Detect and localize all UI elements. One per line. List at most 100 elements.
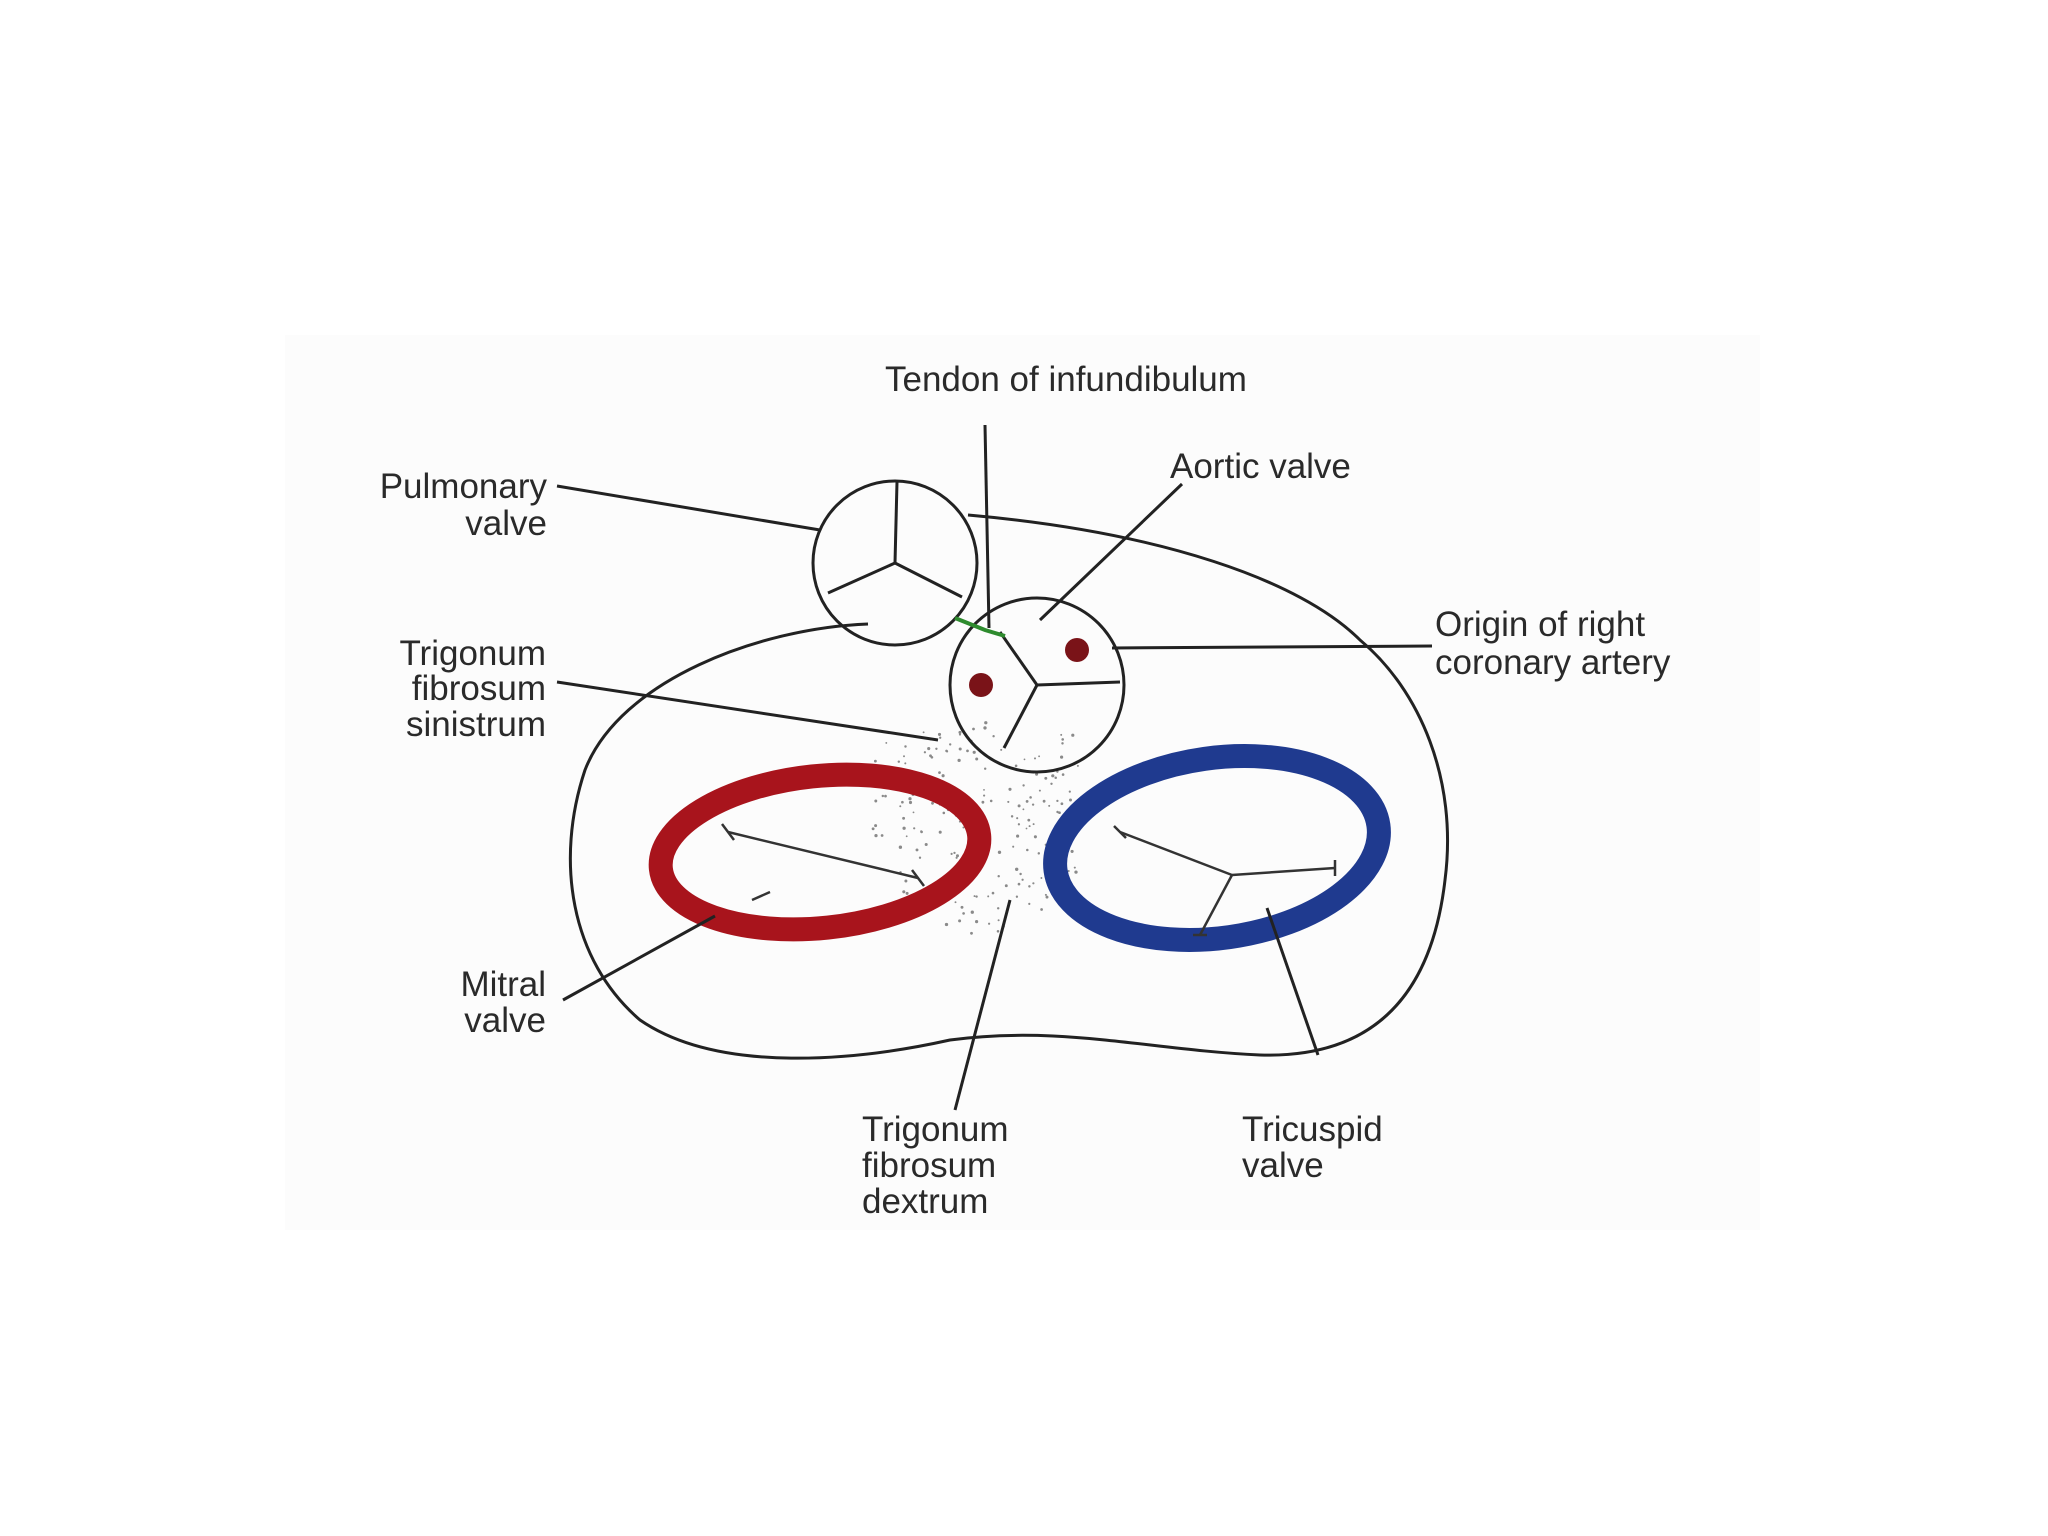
stipple-dot bbox=[983, 794, 986, 797]
stipple-dot bbox=[1016, 834, 1020, 838]
stipple-dot bbox=[1023, 758, 1026, 761]
stipple-dot bbox=[913, 827, 916, 830]
stipple-dot bbox=[958, 730, 962, 734]
stipple-dot bbox=[908, 797, 912, 801]
stipple-dot bbox=[972, 727, 975, 731]
stipple-dot bbox=[931, 801, 934, 805]
stipple-dot bbox=[905, 891, 909, 895]
stipple-dot bbox=[1040, 877, 1043, 879]
label-aortic-valve: Aortic valve bbox=[1170, 447, 1351, 486]
stipple-dot bbox=[874, 833, 878, 838]
stipple-dot bbox=[1028, 902, 1031, 905]
stipple-dot bbox=[1004, 884, 1008, 888]
stipple-dot bbox=[1056, 810, 1059, 814]
stipple-dot bbox=[958, 733, 962, 736]
stipple-dot bbox=[1017, 823, 1021, 826]
stipple-dot bbox=[970, 910, 974, 914]
left-coronary-ostium bbox=[969, 673, 993, 697]
stipple-dot bbox=[950, 852, 953, 855]
stipple-dot bbox=[1028, 885, 1031, 888]
stipple-dot bbox=[902, 890, 906, 894]
stipple-dot bbox=[1060, 733, 1063, 736]
stipple-dot bbox=[1038, 755, 1041, 758]
leader-lines bbox=[556, 424, 1433, 1111]
stipple-dot bbox=[874, 799, 878, 803]
stipple-dot bbox=[1022, 784, 1025, 787]
stipple-dot bbox=[930, 755, 934, 759]
label-pulmonary-valve-line2: valve bbox=[465, 504, 547, 543]
stipple-dot bbox=[903, 755, 905, 758]
stipple-dot bbox=[1037, 852, 1041, 855]
figure-panel bbox=[285, 335, 1760, 1230]
stipple-dot bbox=[924, 842, 928, 847]
stipple-dot bbox=[956, 854, 959, 858]
label-tricuspid-valve-line1: Tricuspid bbox=[1242, 1110, 1383, 1149]
stipple-dot bbox=[992, 735, 995, 738]
stipple-dot bbox=[983, 726, 987, 730]
stipple-dot bbox=[1012, 845, 1015, 848]
stipple-dot bbox=[958, 919, 962, 923]
stipple-dot bbox=[984, 767, 987, 770]
stipple-dot bbox=[905, 835, 908, 838]
stipple-dot bbox=[898, 845, 903, 849]
stipple-dot bbox=[1015, 867, 1019, 871]
stipple-dot bbox=[1048, 804, 1051, 807]
stipple-dot bbox=[922, 731, 925, 734]
stipple-dot bbox=[973, 895, 976, 898]
mitral-cusps bbox=[721, 823, 925, 902]
stipple-dot bbox=[1025, 799, 1029, 803]
stipple-dot bbox=[881, 794, 885, 798]
stipple-dot bbox=[1050, 782, 1053, 785]
stipple-dot bbox=[997, 919, 1000, 922]
stipple-dot bbox=[1022, 808, 1025, 811]
stipple-dot bbox=[1038, 789, 1041, 792]
stipple-dot bbox=[873, 759, 877, 763]
stipple-dot bbox=[927, 747, 931, 751]
stipple-dot bbox=[975, 895, 978, 898]
tricuspid-valve-ring bbox=[1043, 744, 1391, 952]
stipple-dot bbox=[942, 811, 946, 815]
label-origin-right-coronary-line2: coronary artery bbox=[1435, 643, 1671, 682]
stipple-dot bbox=[1071, 733, 1075, 737]
stipple-dot bbox=[1068, 790, 1071, 793]
stipple-dot bbox=[1060, 802, 1064, 806]
stipple-dot bbox=[1016, 817, 1019, 820]
stipple-dot bbox=[975, 920, 979, 924]
stipple-dot bbox=[901, 800, 904, 804]
label-tendon-of-infundibulum: Tendon of infundibulum bbox=[885, 360, 1247, 399]
label-trigonum-sinistrum-line1: Trigonum bbox=[399, 634, 546, 673]
stipple-dot bbox=[885, 741, 888, 744]
stipple-dot bbox=[953, 851, 956, 855]
stipple-dot bbox=[938, 771, 941, 774]
stipple-dot bbox=[939, 736, 942, 739]
stipple-dot bbox=[987, 895, 990, 898]
stipple-dot bbox=[1027, 818, 1031, 822]
stipple-dot bbox=[1076, 764, 1079, 767]
stipple-dot bbox=[996, 930, 1000, 933]
stipple-dot bbox=[1061, 773, 1065, 776]
stipple-dot bbox=[1056, 799, 1059, 803]
stipple-dot bbox=[997, 874, 1000, 878]
stipple-dot bbox=[989, 799, 993, 803]
stipple-dot bbox=[937, 732, 942, 736]
stipple-dot bbox=[957, 758, 961, 763]
stipple-dot bbox=[997, 850, 1002, 854]
stipple-dot bbox=[1008, 787, 1012, 791]
stipple-dot bbox=[960, 905, 964, 909]
stipple-dot bbox=[904, 745, 907, 748]
stipple-dot bbox=[1045, 895, 1049, 899]
stipple-dot bbox=[915, 848, 919, 852]
stipple-dot bbox=[1074, 870, 1078, 874]
fibrous-skeleton-outline bbox=[568, 513, 1450, 1060]
stipple-dot bbox=[966, 749, 969, 753]
stipple-dot bbox=[1069, 798, 1072, 802]
label-trigonum-dextrum-line1: Trigonum bbox=[862, 1110, 1009, 1149]
aortic-valve bbox=[948, 596, 1126, 774]
stipple-dot bbox=[1017, 804, 1021, 808]
stipple-dot bbox=[958, 747, 962, 751]
label-trigonum-sinistrum-line3: sinistrum bbox=[406, 705, 546, 744]
stipple-dot bbox=[871, 827, 875, 831]
tricuspid-cusps bbox=[1113, 825, 1337, 937]
stipple-dot bbox=[1000, 748, 1003, 751]
